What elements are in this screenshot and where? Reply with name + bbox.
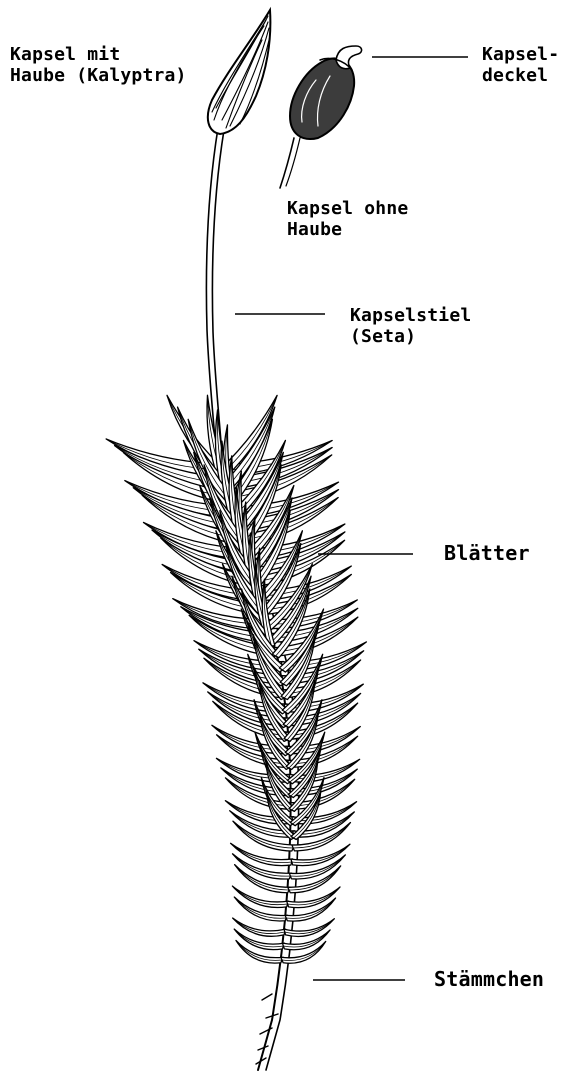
label-line: Kapsel mit (10, 44, 187, 65)
label-kapselstiel: Kapselstiel (Seta) (350, 305, 471, 347)
capsule-with-calyptra (208, 10, 271, 134)
label-line: Blätter (444, 543, 530, 564)
label-line: Haube (Kalyptra) (10, 65, 187, 86)
label-line: Stämmchen (434, 969, 544, 990)
label-kapsel-mit-haube: Kapsel mit Haube (Kalyptra) (10, 44, 187, 86)
label-blaetter: Blätter (444, 543, 530, 564)
label-kapsel-ohne-haube: Kapsel ohne Haube (287, 198, 408, 240)
leaves (106, 395, 366, 963)
label-staemmchen: Stämmchen (434, 969, 544, 990)
label-line: (Seta) (350, 326, 471, 347)
label-line: Kapselstiel (350, 305, 471, 326)
label-line: Haube (287, 219, 408, 240)
label-line: Kapsel ohne (287, 198, 408, 219)
label-line: deckel (482, 65, 559, 86)
label-kapseldeckel: Kapsel- deckel (482, 44, 559, 86)
capsule-without-calyptra (280, 46, 362, 188)
label-line: Kapsel- (482, 44, 559, 65)
